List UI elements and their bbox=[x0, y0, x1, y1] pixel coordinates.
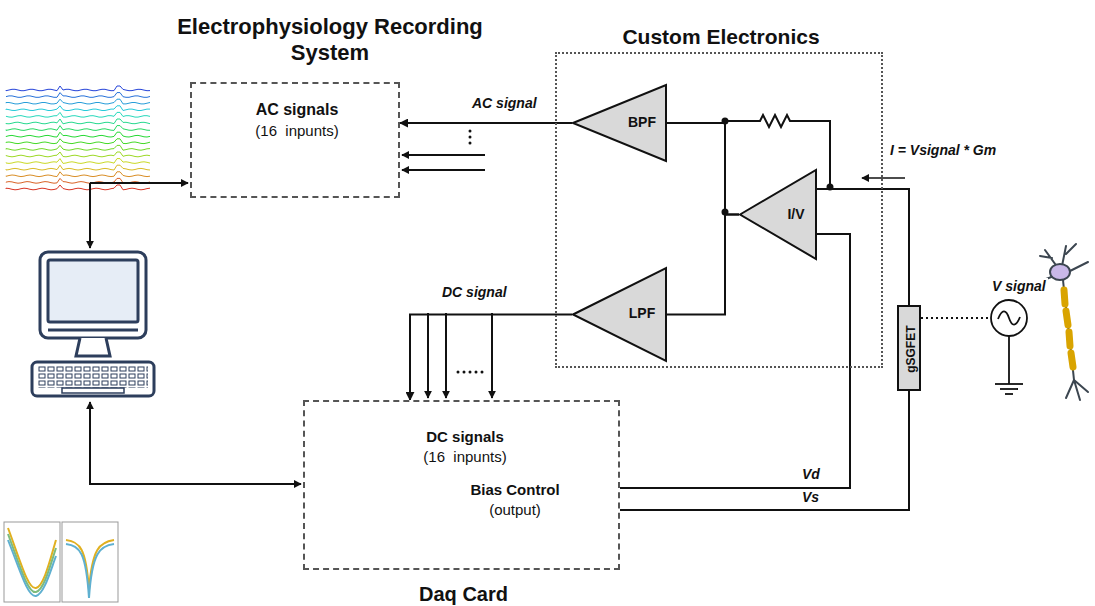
amplifier-label: I/V bbox=[779, 206, 813, 223]
signal-annotation: I = Vsignal * Gm bbox=[888, 142, 998, 158]
current-arrow bbox=[862, 177, 905, 179]
signal-annotation: V signal bbox=[990, 278, 1048, 294]
signal-wire bbox=[620, 391, 909, 510]
box-text: AC signals bbox=[192, 100, 402, 119]
eeg-traces bbox=[6, 86, 150, 190]
signal-wire bbox=[620, 234, 850, 488]
box-subtext: (16 inpunts) bbox=[192, 122, 402, 140]
eeg-trace bbox=[6, 185, 150, 190]
data-links bbox=[90, 183, 301, 484]
eeg-trace bbox=[6, 119, 150, 124]
box-text: DC signals bbox=[365, 428, 565, 446]
signal-wire bbox=[667, 123, 739, 215]
signal-wire bbox=[817, 189, 909, 305]
box-title: Daq Card bbox=[305, 582, 622, 606]
bandpass-amplifier: BPF bbox=[572, 84, 667, 162]
signal-name: DC signal bbox=[440, 284, 509, 300]
eeg-trace bbox=[6, 152, 150, 157]
triangle-shape bbox=[573, 85, 666, 161]
eeg-trace bbox=[6, 159, 150, 164]
transistor-label: gSGFET bbox=[904, 306, 918, 392]
transimpedance-amplifier: I/V bbox=[739, 169, 817, 260]
box-subtext: (16 inpunts) bbox=[365, 448, 565, 466]
eeg-trace bbox=[6, 165, 150, 170]
custom-electronics-box: Custom ElectronicsBPFI/VLPF bbox=[555, 52, 883, 368]
transistor-box: gSGFET bbox=[897, 305, 921, 391]
eeg-trace bbox=[6, 106, 150, 111]
neuron-illustration bbox=[1038, 244, 1088, 400]
signal-name: Vd bbox=[800, 466, 822, 482]
computer-icon bbox=[32, 252, 154, 396]
signal-wire bbox=[410, 315, 572, 401]
amplifier-label: BPF bbox=[622, 114, 662, 131]
eeg-trace bbox=[6, 172, 150, 177]
eeg-trace bbox=[6, 86, 150, 91]
triangle-outline bbox=[739, 169, 817, 260]
ellipsis-dots bbox=[457, 130, 484, 374]
eeg-trace bbox=[6, 93, 150, 98]
eeg-trace bbox=[6, 99, 150, 104]
amplifier-label: LPF bbox=[622, 305, 662, 322]
eeg-trace bbox=[6, 112, 150, 117]
transfer-curve-plots bbox=[4, 522, 118, 602]
eeg-trace bbox=[6, 132, 150, 137]
triangle-shape bbox=[740, 170, 816, 259]
signal-wire bbox=[667, 215, 739, 315]
box-subtext: (output) bbox=[415, 501, 615, 519]
signal-name: Vs bbox=[800, 489, 821, 505]
recording-system-box: Electrophysiology Recording SystemAC sig… bbox=[190, 82, 400, 198]
lowpass-amplifier: LPF bbox=[572, 267, 667, 362]
signal-name: AC signal bbox=[470, 95, 539, 111]
box-text: Bias Control bbox=[415, 481, 615, 499]
daq-card-box: DC signals (16 inpunts) Bias Control (outpu… bbox=[303, 400, 620, 570]
signal-source bbox=[921, 300, 1027, 394]
block-title: Custom Electronics bbox=[557, 24, 885, 49]
signal-wire bbox=[400, 122, 572, 124]
extra-channel-arrows bbox=[402, 155, 492, 398]
eeg-trace bbox=[6, 126, 150, 131]
system-title: Electrophysiology Recording System bbox=[160, 14, 500, 67]
eeg-trace bbox=[6, 139, 150, 144]
triangle-shape bbox=[573, 268, 666, 361]
eeg-trace bbox=[6, 145, 150, 150]
